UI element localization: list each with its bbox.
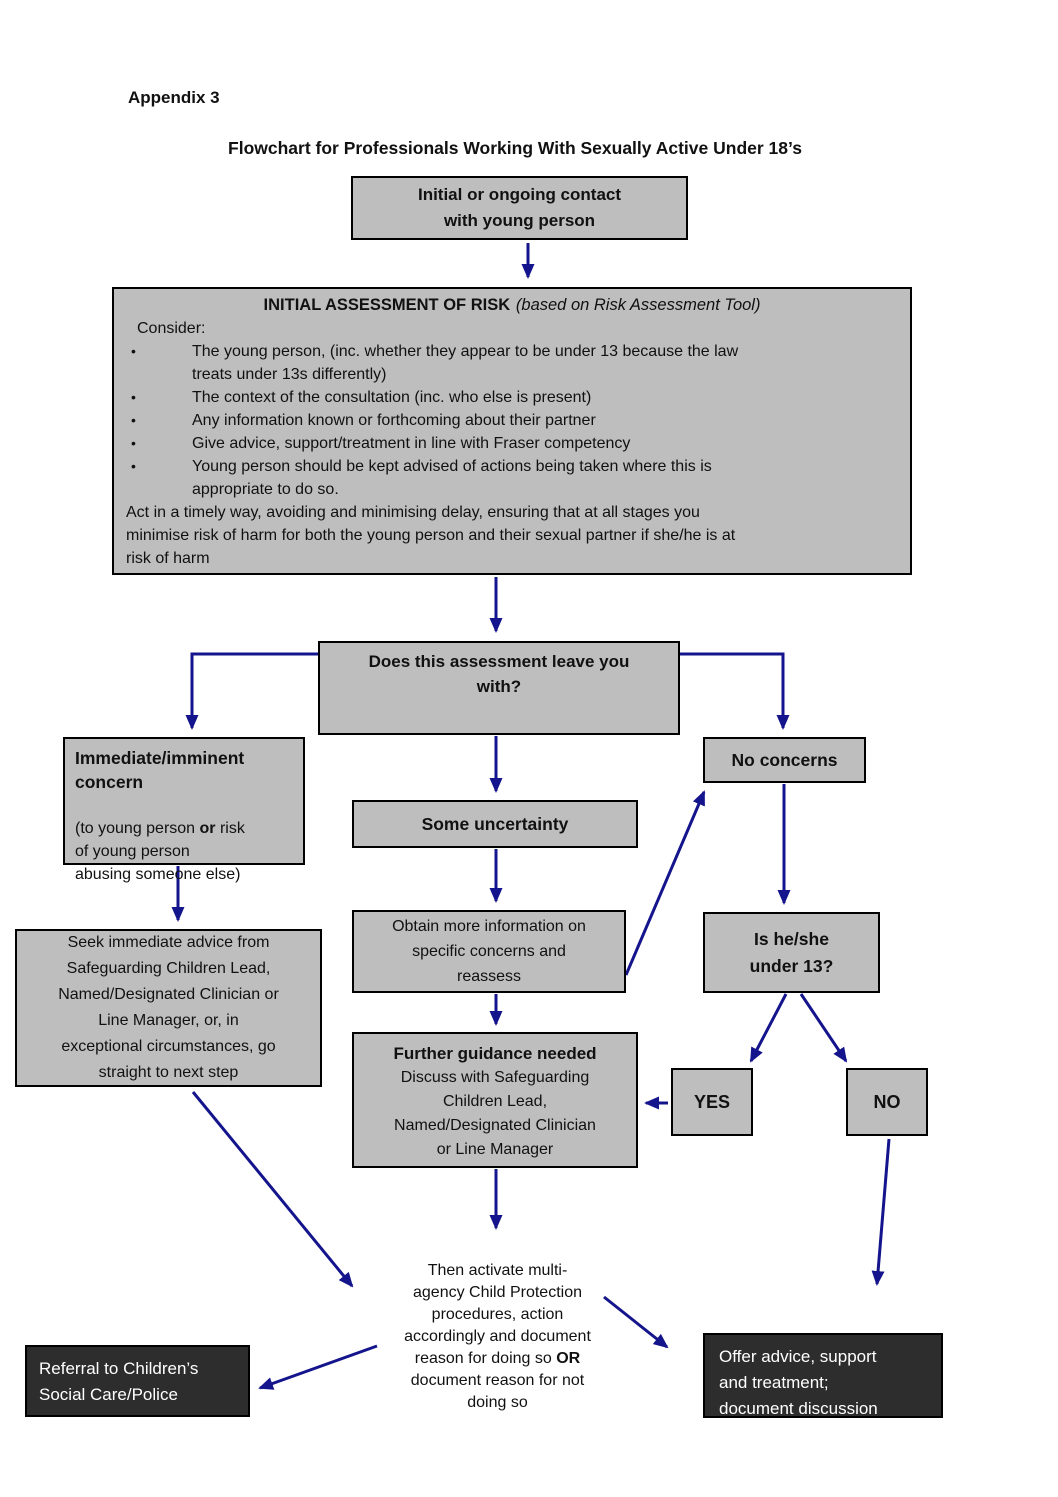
bullet-text: Any information known or forthcoming abo… [192,412,596,429]
arrow-seek-to-activate [191,1091,354,1288]
node-no-concerns: No concerns [703,737,866,783]
activate-pre: Then activate multi- agency Child Protec… [404,1262,591,1367]
bullet-icon: • [131,458,136,474]
node-offer-advice-support: Offer advice, support and treatment; doc… [703,1333,943,1418]
activate-post: document reason for not doing so [410,1372,585,1411]
further-guidance-title: Further guidance needed [393,1044,597,1063]
arrow-activate-to-offer [603,1295,669,1349]
node-referral-social-care-police: Referral to Children’s Social Care/Polic… [25,1345,250,1417]
assessment-heading-main: INITIAL ASSESSMENT OF RISK [263,296,511,314]
arrow-under13-to-yes [749,993,788,1063]
page-title: Flowchart for Professionals Working With… [228,138,802,158]
node-yes: YES [671,1068,753,1136]
node-initial-assessment: INITIAL ASSESSMENT OF RISK(based on Risk… [112,287,912,575]
arrow-activate-to-referral [258,1344,378,1390]
immediate-concern-title: Immediate/imminent concern [75,748,245,792]
node-question-assessment-outcome: Does this assessment leave you with? [318,641,680,735]
arrow-under13-to-no [799,993,848,1063]
list-item: • Give advice, support/treatment in line… [114,432,910,455]
text-activate-procedures: Then activate multi- agency Child Protec… [385,1238,610,1414]
bullet-icon: • [131,343,136,359]
bullet-icon: • [131,435,136,451]
further-guidance-body: Discuss with Safeguarding Children Lead,… [394,1069,596,1158]
list-item: • The young person, (inc. whether they a… [114,340,910,386]
list-item: • Any information known or forthcoming a… [114,409,910,432]
list-item: • Young person should be kept advised of… [114,455,910,501]
node-initial-contact: Initial or ongoing contact with young pe… [351,176,688,240]
immediate-body-post: risk of young person abusing someone els… [75,820,245,883]
node-obtain-more-information: Obtain more information on specific conc… [352,910,626,993]
assessment-footer: Act in a timely way, avoiding and minimi… [126,504,736,567]
list-item: • The context of the consultation (inc. … [114,386,910,409]
bullet-text: Young person should be kept advised of a… [192,458,712,498]
node-immediate-concern: Immediate/imminent concern (to young per… [63,737,305,883]
node-further-guidance: Further guidance needed Discuss with Saf… [352,1032,638,1168]
assessment-heading-note: (based on Risk Assessment Tool) [515,296,761,314]
bullet-icon: • [131,412,136,428]
node-no: NO [846,1068,928,1136]
node-seek-immediate-advice: Seek immediate advice from Safeguarding … [15,929,322,1087]
bullet-text: The young person, (inc. whether they app… [192,343,739,383]
appendix-label: Appendix 3 [128,88,220,107]
assessment-heading: INITIAL ASSESSMENT OF RISK(based on Risk… [114,294,910,317]
bullet-text: The context of the consultation (inc. wh… [192,389,592,406]
bullet-text: Give advice, support/treatment in line w… [192,435,631,452]
node-some-uncertainty: Some uncertainty [352,800,638,848]
assessment-consider-label: Consider: [137,320,206,337]
immediate-body-or: or [199,820,216,837]
immediate-concern-body: (to young person or risk of young person… [75,794,293,886]
node-is-under-13: Is he/she under 13? [703,912,880,993]
arrow-question-to-no-concerns [679,652,790,730]
activate-or: OR [556,1350,581,1367]
arrow-no-to-offer [871,1138,891,1286]
immediate-body-pre: (to young person [75,820,200,837]
arrow-question-to-immediate [185,652,319,730]
bullet-icon: • [131,389,136,405]
